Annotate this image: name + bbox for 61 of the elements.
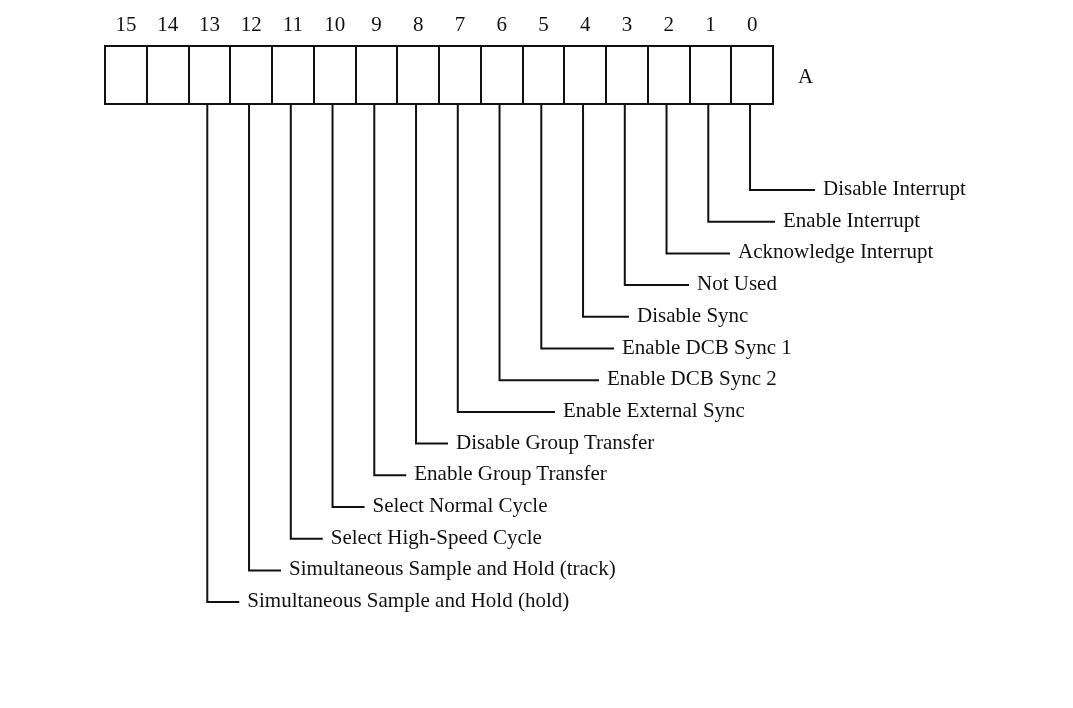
leader-line	[623, 104, 690, 287]
leader-line	[707, 104, 776, 223]
register-bit-cell	[479, 45, 524, 105]
register-bit-cell	[187, 45, 232, 105]
leader-line	[540, 104, 615, 350]
register-bit-cell	[730, 45, 774, 105]
bit-number: 9	[370, 12, 383, 36]
bit-number: 3	[620, 12, 634, 36]
register-bit-cell	[521, 45, 566, 105]
bit-description: Disable Group Transfer	[456, 429, 655, 454]
leader-line	[415, 104, 450, 445]
leader-line	[456, 104, 556, 413]
bit-description: Select Normal Cycle	[372, 493, 548, 517]
bit-description: Acknowledge Interrupt	[738, 239, 934, 264]
register-bit-cell	[688, 45, 733, 105]
bit-number: 5	[537, 12, 550, 36]
bit-description: Disable Sync	[637, 302, 749, 327]
bit-description: Not Used	[697, 271, 777, 296]
bit-number: 4	[578, 12, 592, 36]
register-bit-cell	[646, 45, 691, 105]
register-bit-cell	[104, 45, 148, 105]
leader-line	[248, 104, 283, 572]
leader-line	[582, 104, 630, 318]
bit-description: Simultaneous Sample and Hold (track)	[289, 556, 616, 581]
bit-number: 14	[156, 12, 180, 36]
leader-line	[498, 104, 600, 382]
register-bit-cell	[229, 45, 273, 105]
register-label: A	[798, 64, 814, 88]
leader-line	[206, 104, 241, 604]
leader-line	[289, 104, 324, 540]
register-bit-cell	[438, 45, 482, 105]
bit-number: 13	[197, 12, 221, 36]
bit-number: 15	[114, 12, 138, 36]
register-bit-cell	[605, 45, 649, 105]
leader-line	[665, 104, 731, 255]
bit-number: 11	[281, 12, 304, 36]
bit-description: Enable DCB Sync 1	[622, 334, 792, 359]
register-bit-cell	[145, 45, 190, 105]
bit-description: Disable Interrupt	[823, 176, 966, 200]
bit-number: 1	[704, 12, 717, 36]
bit-number: 0	[745, 12, 759, 36]
bit-number: 8	[411, 12, 425, 36]
bit-description: Select High-Speed Cycle	[330, 524, 542, 549]
register-bit-cell	[312, 45, 357, 105]
bit-number: 6	[495, 12, 508, 36]
bit-number: 12	[239, 12, 263, 36]
register-bit-cell	[396, 45, 440, 105]
leader-line	[373, 104, 408, 477]
leader-line	[749, 104, 816, 191]
bit-number: 7	[453, 12, 467, 36]
bit-description: Enable Group Transfer	[414, 461, 607, 486]
register-bit-cell	[563, 45, 607, 105]
register-bit-cell	[354, 45, 399, 105]
bit-number: 10	[323, 12, 347, 36]
bit-description: Enable External Sync	[563, 397, 745, 422]
leader-line	[331, 104, 366, 508]
register-bit-cell	[271, 45, 315, 105]
bit-description: Enable DCB Sync 2	[607, 366, 777, 391]
bit-number: 2	[662, 12, 675, 36]
bit-description: Simultaneous Sample and Hold (hold)	[247, 588, 570, 613]
bit-description: Enable Interrupt	[783, 207, 921, 232]
